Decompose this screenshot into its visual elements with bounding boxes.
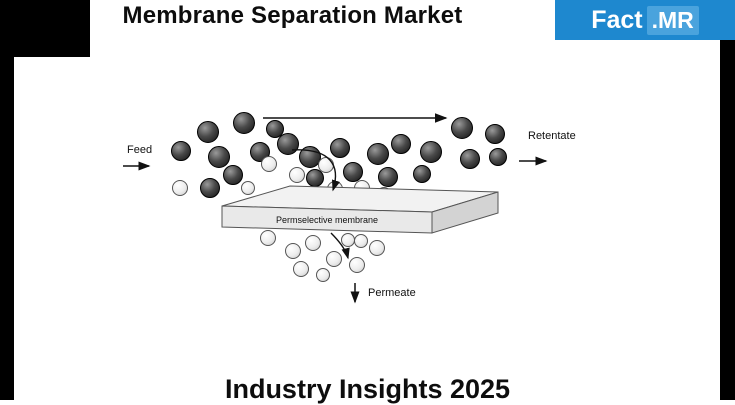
light-particle (305, 235, 321, 251)
brand-logo-text-mr: .MR (646, 5, 699, 35)
dark-particle (489, 148, 507, 166)
dark-particle (451, 117, 473, 139)
dark-particle (420, 141, 442, 163)
dark-particle (200, 178, 220, 198)
feed-label: Feed (127, 144, 152, 156)
footer-title: Industry Insights 2025 (224, 374, 511, 404)
dark-particle (367, 143, 389, 165)
dark-particle (197, 121, 219, 143)
light-particle (289, 167, 305, 183)
dark-particle (223, 165, 243, 185)
membrane-front-face (221, 205, 433, 234)
permeation-arrow-upper (291, 149, 340, 192)
light-particle (349, 257, 365, 273)
membrane-slab: Permselective membrane (221, 185, 499, 234)
dark-particle (330, 138, 350, 158)
dark-particle (266, 120, 284, 138)
brand-logo: Fact .MR (555, 0, 735, 40)
diagram-overlay: Feed Retentate Permselective membrane Pe… (123, 113, 576, 304)
membrane-separation-diagram: Feed Retentate Permselective membrane Pe… (0, 60, 735, 360)
light-particle (172, 180, 188, 196)
right-frame-bar (720, 0, 735, 400)
light-particle (241, 181, 255, 195)
dark-particle (460, 149, 480, 169)
permeate-label: Permeate (368, 287, 416, 299)
membrane-label: Permselective membrane (276, 215, 378, 225)
dark-particle (343, 162, 363, 182)
light-particle (285, 243, 301, 259)
dark-particle (208, 146, 230, 168)
light-particle (326, 251, 342, 267)
light-particle (261, 156, 277, 172)
top-left-frame-block (0, 0, 90, 57)
dark-particle (233, 112, 255, 134)
retentate-label: Retentate (528, 130, 576, 142)
dark-particle (413, 165, 431, 183)
permeation-arrow-lower (330, 232, 350, 260)
left-frame-bar (0, 0, 14, 400)
light-particle (316, 268, 330, 282)
light-particle (369, 240, 385, 256)
light-particle (354, 234, 368, 248)
page-title: Membrane Separation Market (122, 2, 463, 29)
dark-particle (485, 124, 505, 144)
light-particle (260, 230, 276, 246)
light-particle (293, 261, 309, 277)
brand-logo-text-fact: Fact (591, 5, 643, 34)
dark-particle (171, 141, 191, 161)
dark-particle (378, 167, 398, 187)
dark-particle (391, 134, 411, 154)
